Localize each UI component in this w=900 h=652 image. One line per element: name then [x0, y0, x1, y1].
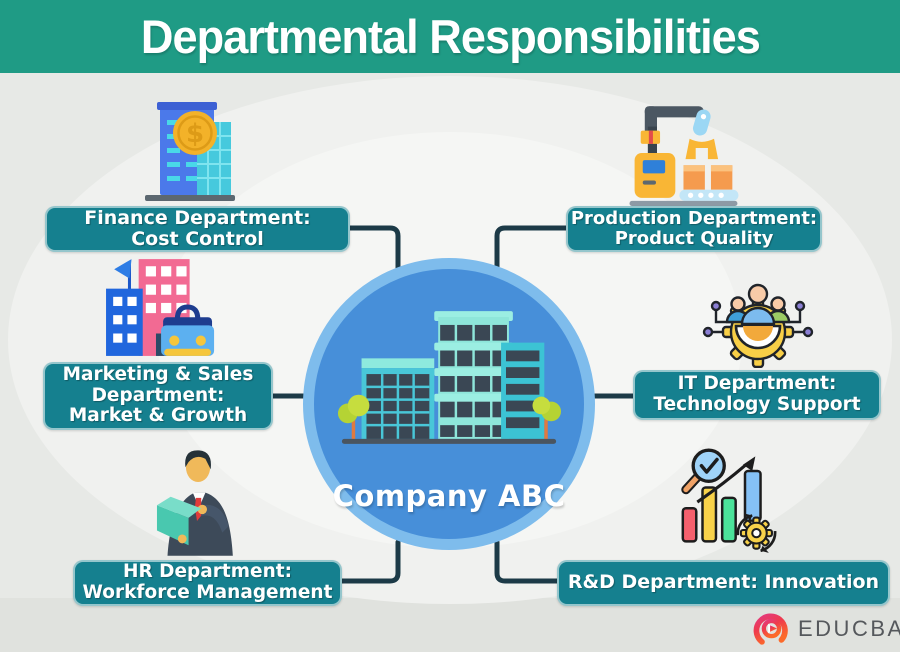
research-analytics-icon: [681, 448, 777, 553]
header-banner: Departmental Responsibilities: [0, 0, 900, 73]
hr-line-2: Workforce Management: [82, 582, 333, 603]
brand-logo: EDUCBA: [752, 610, 900, 648]
office-buildings-icon: [337, 311, 562, 444]
bank-building-coin-icon: $: [145, 102, 235, 201]
company-hub-circle: Company ABC: [303, 258, 595, 550]
production-department-box: Production Department: Product Quality: [566, 206, 822, 252]
hr-department-box: HR Department: Workforce Management: [73, 560, 342, 606]
marketing-line-1: Marketing & Sales: [62, 363, 254, 385]
rnd-department-box: R&D Department: Innovation: [557, 560, 890, 606]
production-line-2: Product Quality: [614, 228, 774, 249]
hr-line-1: HR Department:: [122, 561, 292, 583]
bottom-shade-band: [0, 598, 900, 652]
company-label: Company ABC: [332, 479, 566, 513]
finance-line-1: Finance Department:: [84, 206, 311, 229]
marketing-line-2: Department:: [91, 384, 225, 406]
finance-line-2: Cost Control: [131, 228, 264, 250]
marketing-department-box: Marketing & Sales Department: Market & G…: [43, 362, 273, 430]
gear-team-icon: [702, 283, 814, 368]
svg-text:$: $: [186, 119, 204, 149]
robotic-arm-icon: [629, 106, 739, 206]
finance-department-box: Finance Department: Cost Control: [45, 206, 350, 252]
businessman-folder-icon: [156, 450, 233, 556]
it-department-box: IT Department: Technology Support: [633, 370, 881, 420]
page-title: Departmental Responsibilities: [140, 10, 760, 63]
buildings-briefcase-icon: [106, 259, 215, 356]
production-line-1: Production Department:: [570, 207, 818, 229]
it-line-2: Technology Support: [653, 394, 861, 415]
rnd-line-1: R&D Department: Innovation: [567, 571, 880, 594]
marketing-line-3: Market & Growth: [68, 405, 248, 427]
brand-name: EDUCBA: [798, 616, 900, 641]
educba-e-icon: [753, 613, 788, 645]
it-line-1: IT Department:: [677, 373, 837, 395]
